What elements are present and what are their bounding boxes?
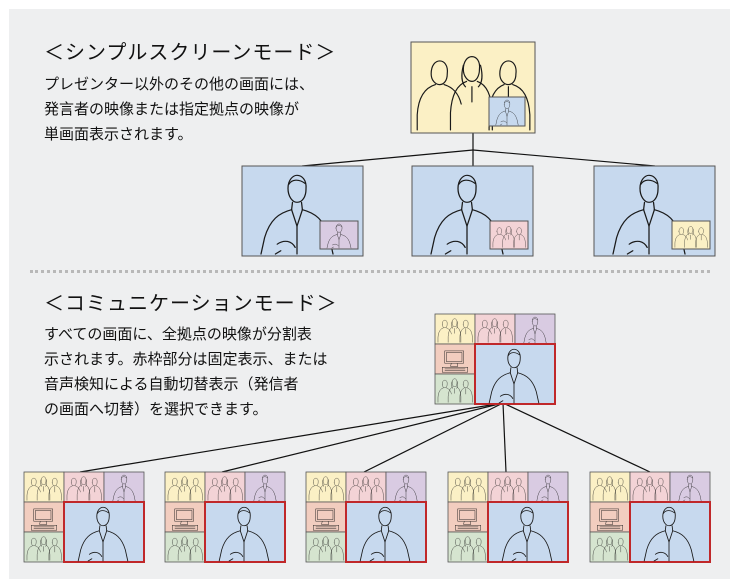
connector-line [472,149,656,167]
connector-line [79,402,504,473]
simple-mode-heading: ＜シンプルスクリーンモード＞ [44,40,337,64]
split-tile [23,471,65,503]
connector-line [363,402,504,473]
communication-split-screen [305,471,427,563]
split-tile [204,471,246,503]
simple-mode-description: プレゼンター以外のその他の画面には、 発言者の映像または指定拠点の映像が 単画面… [44,72,314,147]
communication-mode-desc-line: の画面へ切替）を選択できます。 [44,400,268,418]
communication-mode-desc-line: 示されます。赤枠部分は固定表示、または [44,350,328,368]
fixed-display-tile [204,501,286,563]
split-tile [447,531,489,563]
split-tile [305,471,347,503]
communication-mode-desc-line: すべての画面に、全拠点の映像が分割表 [44,325,312,343]
simple-mode-desc-line: 発言者の映像または指定拠点の映像が [44,100,300,118]
connector-line [502,402,651,473]
section-divider [30,270,710,273]
communication-split-screen [23,471,145,563]
participant-inset-screen [671,220,711,250]
communication-mode-description: すべての画面に、全拠点の映像が分割表 示されます。赤枠部分は固定表示、または 音… [44,322,328,422]
communication-split-screen [447,471,569,563]
simple-mode-desc-line: 単画面表示されます。 [44,125,193,143]
connector-line [221,402,504,473]
split-tile [589,501,631,533]
participant-inset-screen [489,220,529,250]
communication-mode-heading: ＜コミュニケーションモード＞ [44,291,338,315]
connector-line [502,402,507,473]
split-tile [164,471,206,503]
split-tile [23,531,65,563]
split-tile [305,501,347,533]
communication-split-screen [164,471,286,563]
split-tile [447,471,489,503]
fixed-display-tile [629,501,711,563]
simple-mode-desc-line: プレゼンター以外のその他の画面には、 [44,75,315,93]
fixed-display-tile [63,501,145,563]
split-tile [305,531,347,563]
fixed-display-tile [474,343,556,405]
split-tile [434,343,476,375]
communication-source-screen [434,313,556,405]
fixed-display-tile [345,501,427,563]
communication-split-screen [589,471,711,563]
connector-line [301,149,474,167]
split-tile [434,313,476,345]
split-tile [589,531,631,563]
split-tile [447,501,489,533]
split-tile [23,501,65,533]
fixed-display-tile [487,501,569,563]
split-tile [164,501,206,533]
communication-mode-desc-line: 音声検知による自動切替表示（発信者 [44,375,299,393]
split-tile [434,373,476,405]
